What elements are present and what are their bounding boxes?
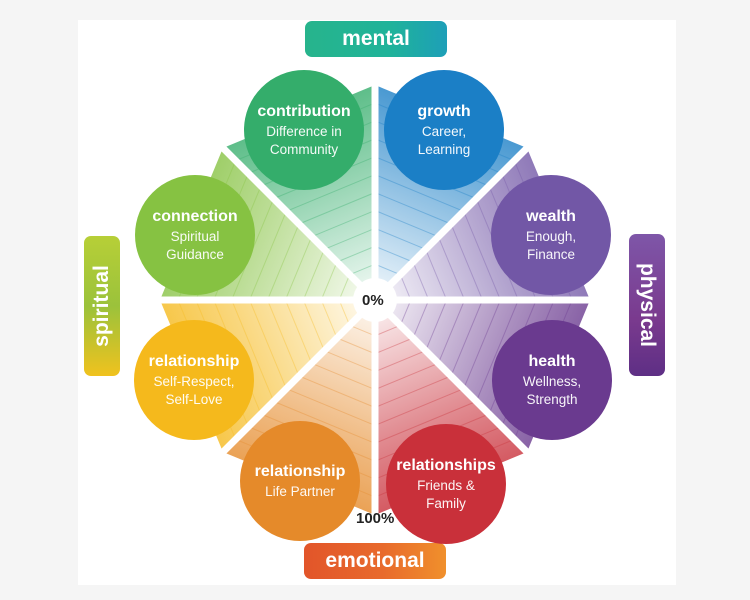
wedge-scale-line [374, 362, 439, 391]
wedge-scale-line [320, 299, 338, 339]
segment-title: growth [417, 102, 471, 120]
segment-subtitle-line: Spiritual [170, 228, 220, 244]
dimension-label-mental: mental [305, 21, 447, 57]
wedge-scale-line [298, 192, 376, 225]
wedge-scale-line [399, 299, 412, 326]
segment-subtitle-line: Friends & [417, 477, 475, 493]
wedge-scale-line [231, 299, 275, 402]
dimension-label-mental-text: mental [342, 27, 410, 50]
wedge-scale-line [336, 337, 376, 355]
wedge-scale-line [311, 209, 376, 238]
segment-title: connection [152, 207, 238, 225]
wedge-scale-line [374, 245, 414, 263]
wedge-scale-line [374, 337, 414, 355]
wedge-scale-line [286, 174, 376, 212]
wedge-scale-line [249, 211, 287, 301]
segment-subtitle-line: Enough, [525, 228, 577, 244]
wedge-scale-line [450, 299, 483, 377]
wedge-scale-line [267, 223, 300, 301]
wedge-scale-line [412, 261, 430, 301]
wedge-scale-line [324, 350, 376, 373]
segment-title: relationships [396, 456, 496, 474]
wedge-scale-line [374, 350, 426, 373]
edge-hundred-label: 100% [356, 510, 395, 527]
wedge-scale-line [273, 400, 376, 444]
wedge-scale-line [349, 263, 376, 276]
segment-subtitle-line: Self-Love [165, 391, 223, 407]
wedge-scale-line [374, 400, 477, 444]
wedge-scale-line [298, 375, 376, 408]
divider-spoke [372, 144, 531, 303]
segment-circle-contribution: contribution Difference in Community [244, 70, 364, 190]
wedge-scale-line [475, 299, 519, 402]
wedge-scale-line [374, 263, 401, 276]
segment-circle-connection: connection Spiritual Guidance [135, 175, 255, 295]
segment-subtitle-line: Family [426, 495, 466, 511]
segment-title: relationship [254, 462, 346, 480]
segment-title: health [528, 352, 576, 370]
wedge-scale-line [302, 299, 325, 351]
wedge-scale-line [249, 299, 287, 389]
wedge-scale-line [374, 375, 452, 408]
segment-subtitle-line: Career, [421, 123, 467, 139]
segment-subtitle-line: Life Partner [265, 483, 335, 499]
wedge-scale-line [463, 299, 501, 389]
wedge-scale-line [425, 299, 448, 351]
wedge-scale-line [349, 324, 376, 337]
segment-subtitle-line: Learning [417, 141, 471, 157]
dimension-label-emotional: emotional [304, 543, 446, 579]
segment-subtitle-line: Strength [526, 391, 578, 407]
dimension-label-spiritual-text: spiritual [90, 265, 113, 347]
wedge-scale-line [374, 209, 439, 238]
divider-spoke [372, 297, 531, 456]
segment-subtitle-line: Self-Respect, [153, 373, 235, 389]
segment-subtitle-line: Wellness, [522, 373, 582, 389]
segment-subtitle-line: Difference in [266, 123, 342, 139]
segment-subtitle-line: Finance [526, 246, 576, 262]
wedge-scale-line [302, 249, 325, 301]
wedge-scale-line [267, 299, 300, 377]
segment-circle-relationships-friends: relationships Friends & Family [386, 424, 506, 544]
segment-circle-growth: growth Career, Learning [384, 70, 504, 190]
divider-spoke [219, 144, 378, 303]
wedge-scale-line [374, 388, 464, 426]
wedge-scale-line [450, 223, 483, 301]
segment-circle-relationship-partner: relationship Life Partner [240, 421, 360, 541]
wedge-scale-line [286, 388, 376, 426]
wedge-scale-line [324, 227, 376, 250]
segment-subtitle-line: Guidance [166, 246, 224, 262]
segment-circle-wealth: wealth Enough, Finance [491, 175, 611, 295]
dimension-label-emotional-text: emotional [325, 549, 425, 572]
wedge-scale-line [374, 324, 401, 337]
wedge-scale-line [412, 299, 430, 339]
center-zero-label: 0% [362, 292, 384, 309]
dimension-label-physical-text: physical [636, 262, 660, 348]
wedge-scale-line [338, 299, 351, 326]
wedge-scale-line [374, 192, 452, 225]
dimension-label-physical: physical [629, 234, 665, 376]
wedge-scale-line [463, 211, 501, 301]
wedge-scale-line [425, 249, 448, 301]
dimension-label-spiritual: spiritual [84, 236, 120, 376]
center-hub [353, 278, 397, 322]
segment-title: relationship [148, 352, 240, 370]
wedge-scale-line [284, 236, 313, 301]
segment-title: wealth [526, 207, 576, 225]
segment-subtitle-line: Community [269, 141, 339, 157]
wedge-scale-line [399, 274, 412, 301]
wedge-scale-line [374, 227, 426, 250]
wedge-scale-line [437, 299, 466, 364]
wedge-scale-line [336, 245, 376, 263]
wedge-scale-line [284, 299, 313, 364]
wedge-scale-line [437, 236, 466, 301]
wedge-scale-line [374, 174, 464, 212]
segment-title: contribution [257, 102, 351, 120]
wedge-scale-line [338, 274, 351, 301]
wedge-scale-line [320, 261, 338, 301]
segment-circle-health: health Wellness, Strength [492, 320, 612, 440]
wedge-scale-line [311, 362, 376, 391]
segment-circle-relationship-self: relationship Self-Respect, Self-Love [134, 320, 254, 440]
divider-spoke [219, 297, 378, 456]
